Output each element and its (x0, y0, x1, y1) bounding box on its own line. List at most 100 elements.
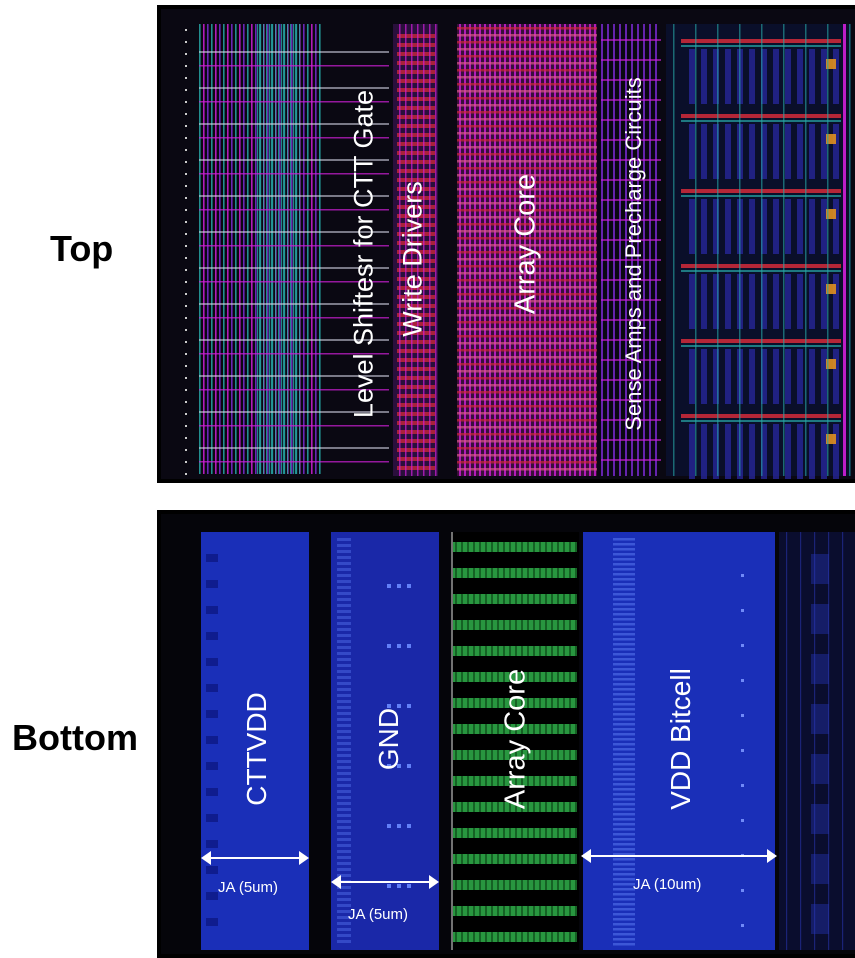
via-stack (613, 728, 635, 731)
bitcell (479, 880, 481, 890)
wire (199, 101, 389, 103)
via-stack (613, 758, 635, 761)
wire (199, 461, 389, 463)
bitcell (485, 646, 487, 656)
bitcell (563, 698, 565, 708)
via (407, 764, 411, 768)
via-stack (613, 753, 635, 756)
bitcell (473, 854, 475, 864)
bitcell (551, 776, 553, 786)
wordline (457, 440, 597, 443)
bitcell (491, 698, 493, 708)
bitcell (497, 932, 499, 942)
sense-cell (785, 199, 791, 254)
metal-line (411, 24, 413, 476)
grid-dot (185, 53, 187, 55)
sense-cell (713, 274, 719, 329)
sense-cell (701, 49, 707, 104)
wordline (457, 398, 597, 401)
via-stack (613, 673, 635, 676)
via (206, 606, 218, 614)
via (407, 704, 411, 708)
sense-cell (833, 199, 839, 254)
bitcell (557, 828, 559, 838)
via (206, 918, 218, 926)
sense-cell (713, 349, 719, 404)
via (387, 824, 391, 828)
bitcell (497, 568, 499, 578)
bitcell (503, 828, 505, 838)
contact (826, 134, 836, 144)
wordline (457, 335, 597, 338)
bitcell (557, 776, 559, 786)
edge-cell (811, 754, 829, 784)
wordline (457, 300, 597, 303)
bitcell (461, 542, 463, 552)
via-stack (337, 760, 351, 763)
bitcell (575, 568, 577, 578)
bitcell (545, 932, 547, 942)
bitcell (491, 776, 493, 786)
bitcell (545, 594, 547, 604)
metal-line (227, 24, 229, 474)
grid-dot (185, 437, 187, 439)
via (206, 580, 218, 588)
bitcell (521, 568, 523, 578)
via-stack (613, 693, 635, 696)
bitcell (467, 880, 469, 890)
via-stack (337, 886, 351, 889)
metal-line (625, 24, 627, 476)
grid-dot (185, 425, 187, 427)
bitcell (563, 568, 565, 578)
wire (601, 259, 661, 261)
bitcell (455, 568, 457, 578)
sense-cell (773, 199, 779, 254)
bitcell (539, 672, 541, 682)
via-stack (337, 694, 351, 697)
bitline (584, 24, 586, 476)
bitcell (575, 906, 577, 916)
bitcell (545, 880, 547, 890)
bitcell (521, 698, 523, 708)
via-stack (337, 592, 351, 595)
bitcell (527, 672, 529, 682)
edge-cell (811, 654, 829, 684)
via-stack (613, 628, 635, 631)
bitcell (485, 802, 487, 812)
bitcell (455, 932, 457, 942)
wordline (457, 314, 597, 317)
cttvdd-label: CTTVDD (241, 692, 272, 806)
via-stack (337, 910, 351, 913)
via-stack (337, 820, 351, 823)
bitcell (533, 880, 535, 890)
via-stack (337, 688, 351, 691)
bitcell (515, 750, 517, 760)
sense-cell (773, 274, 779, 329)
bitcell (563, 854, 565, 864)
via-stack (613, 708, 635, 711)
grid-dot (185, 101, 187, 103)
wordline (457, 258, 597, 261)
sense-cell (689, 349, 695, 404)
bitcell (503, 724, 505, 734)
via-stack (613, 558, 635, 561)
boundary-line (451, 532, 453, 950)
contact (826, 359, 836, 369)
bitcell (515, 568, 517, 578)
bitcell (539, 568, 541, 578)
via-stack (613, 903, 635, 906)
via (206, 788, 218, 796)
via-stack (613, 603, 635, 606)
bitcell (509, 750, 511, 760)
via-stack (337, 790, 351, 793)
wordline (457, 83, 597, 86)
bitcell (557, 698, 559, 708)
bitcell (461, 724, 463, 734)
bitcell (467, 594, 469, 604)
bitline (484, 24, 486, 476)
bitcell (551, 854, 553, 864)
bitcell (539, 698, 541, 708)
grid-dot (185, 293, 187, 295)
bitcell (455, 724, 457, 734)
array-core-label: Array Core (509, 173, 542, 315)
